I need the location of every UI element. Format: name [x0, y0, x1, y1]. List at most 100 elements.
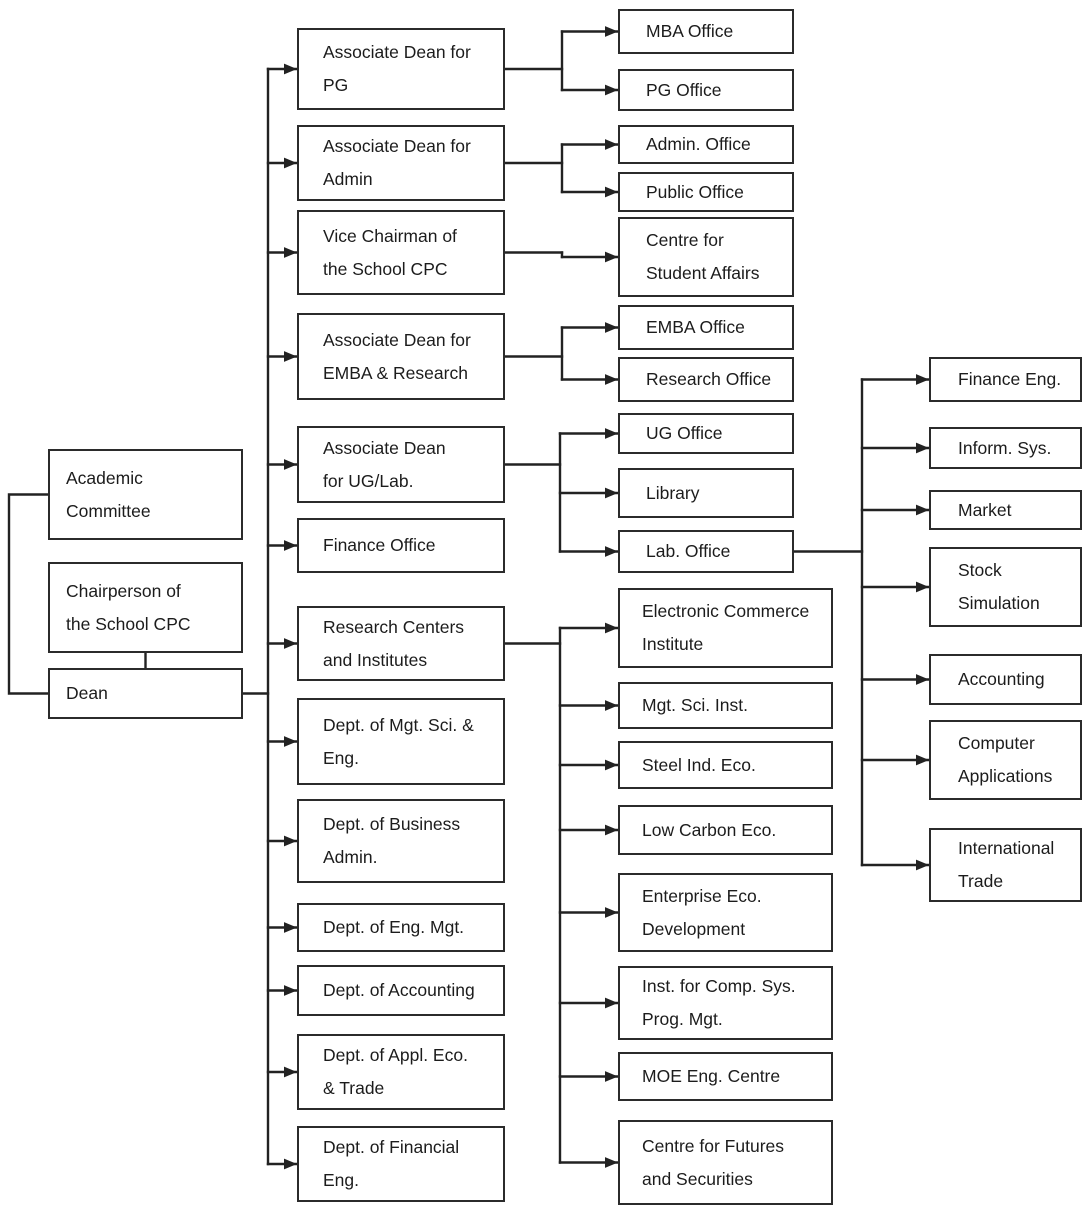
node-dean: Dean: [48, 668, 243, 719]
node-label-line: Dept. of Business: [323, 814, 461, 834]
node-label-line: Centre for Futures: [642, 1135, 784, 1156]
node-label-line: PG: [323, 75, 349, 95]
node-academic-committee: Academic Committee: [48, 449, 243, 540]
node-international-trade: International Trade: [929, 828, 1082, 902]
node-label-line: and Securities: [642, 1168, 753, 1189]
node-vice-chairman-school-cpc: Vice Chairman of the School CPC: [297, 210, 505, 295]
node-label-line: Dept. of Financial: [323, 1137, 460, 1157]
node-chairperson-school-cpc: Chairperson of the School CPC: [48, 562, 243, 653]
node-admin-office: Admin. Office: [618, 125, 794, 164]
node-computer-applications: Computer Applications: [929, 720, 1082, 800]
node-dept-accounting: Dept. of Accounting: [297, 965, 505, 1016]
node-label-line: Research Office: [646, 369, 772, 389]
node-label-line: Admin. Office: [646, 134, 751, 154]
node-label-line: Electronic Commerce: [642, 601, 810, 621]
node-finance-eng: Finance Eng.: [929, 357, 1082, 402]
node-label-line: Dept. of Appl. Eco.: [323, 1045, 468, 1065]
node-label-line: Committee: [66, 500, 151, 521]
node-label-line: EMBA Office: [646, 317, 745, 337]
node-label-line: Associate Dean for: [323, 136, 471, 156]
node-label-line: Accounting: [958, 669, 1045, 689]
node-lab-office: Lab. Office: [618, 530, 794, 573]
node-label-line: Computer: [958, 733, 1035, 753]
node-label-line: Public Office: [646, 181, 744, 202]
node-label-line: Development: [642, 918, 746, 939]
node-low-carbon-eco: Low Carbon Eco.: [618, 805, 833, 855]
node-stock-simulation: Stock Simulation: [929, 547, 1082, 627]
node-label-line: Trade: [958, 871, 1004, 891]
node-label-line: Finance Office: [323, 535, 436, 555]
node-moe-eng-centre: MOE Eng. Centre: [618, 1052, 833, 1101]
node-associate-dean-emba-research: Associate Dean for EMBA & Research: [297, 313, 505, 400]
node-centre-futures-securities: Centre for Futures and Securities: [618, 1120, 833, 1205]
node-electronic-commerce-institute: Electronic Commerce Institute: [618, 588, 833, 668]
node-label-line: MBA Office: [646, 21, 734, 41]
node-label-line: Research Centers: [323, 616, 465, 637]
node-research-office: Research Office: [618, 357, 794, 402]
node-associate-dean-ug-lab: Associate Dean for UG/Lab.: [297, 426, 505, 503]
node-emba-office: EMBA Office: [618, 305, 794, 350]
node-label-line: Centre for: [646, 230, 724, 250]
node-label-line: the School CPC: [66, 613, 191, 634]
node-finance-office: Finance Office: [297, 518, 505, 573]
node-dept-eng-mgt: Dept. of Eng. Mgt.: [297, 903, 505, 952]
node-label-line: PG Office: [646, 79, 722, 100]
node-label-line: for UG/Lab.: [323, 470, 414, 491]
node-inform-sys: Inform. Sys.: [929, 427, 1082, 469]
node-enterprise-eco-development: Enterprise Eco. Development: [618, 873, 833, 952]
node-label-line: Eng.: [323, 747, 359, 768]
node-label-line: Market: [958, 499, 1012, 520]
node-label-line: Applications: [958, 766, 1053, 786]
node-label-line: Associate Dean for: [323, 329, 471, 350]
node-label-line: Inst. for Comp. Sys.: [642, 976, 796, 996]
node-label-line: Low Carbon Eco.: [642, 819, 777, 840]
node-associate-dean-pg: Associate Dean for PG: [297, 28, 505, 110]
node-label-line: Institute: [642, 634, 704, 654]
node-label-line: UG Office: [646, 423, 723, 443]
node-pg-office: PG Office: [618, 69, 794, 111]
node-steel-ind-eco: Steel Ind. Eco.: [618, 741, 833, 789]
node-label-line: Dept. of Eng. Mgt.: [323, 917, 465, 937]
node-research-centers-institutes: Research Centers and Institutes: [297, 606, 505, 681]
node-label-line: Student Affairs: [646, 263, 760, 283]
node-dept-business-admin: Dept. of Business Admin.: [297, 799, 505, 883]
node-dept-financial-eng: Dept. of Financial Eng.: [297, 1126, 505, 1202]
node-label-line: Chairperson of: [66, 580, 181, 601]
node-label-line: Inform. Sys.: [958, 437, 1052, 458]
node-label-line: Dean: [66, 683, 108, 703]
node-label-line: and Institutes: [323, 649, 428, 670]
node-label-line: Simulation: [958, 593, 1040, 613]
node-inst-comp-sys-prog-mgt: Inst. for Comp. Sys. Prog. Mgt.: [618, 966, 833, 1040]
node-dept-mgt-sci-eng: Dept. of Mgt. Sci. & Eng.: [297, 698, 505, 785]
node-label-line: Enterprise Eco.: [642, 885, 762, 906]
node-market: Market: [929, 490, 1082, 530]
node-label-line: Admin.: [323, 847, 378, 867]
node-label-line: Associate Dean for: [323, 42, 471, 62]
node-accounting: Accounting: [929, 654, 1082, 705]
node-label-line: Mgt. Sci. Inst.: [642, 695, 748, 715]
node-label-line: Admin: [323, 169, 373, 189]
node-label-line: & Trade: [323, 1078, 385, 1098]
node-label-line: Dept. of Accounting: [323, 980, 475, 1000]
node-label-line: Library: [646, 482, 700, 503]
node-label-line: Associate Dean: [323, 437, 446, 458]
node-mgt-sci-inst: Mgt. Sci. Inst.: [618, 682, 833, 729]
node-label-line: International: [958, 838, 1055, 858]
node-dept-appl-eco-trade: Dept. of Appl. Eco. & Trade: [297, 1034, 505, 1110]
node-label-line: Finance Eng.: [958, 369, 1062, 389]
node-mba-office: MBA Office: [618, 9, 794, 54]
node-label-line: Prog. Mgt.: [642, 1009, 723, 1029]
node-public-office: Public Office: [618, 172, 794, 212]
node-library: Library: [618, 468, 794, 518]
node-label-line: the School CPC: [323, 258, 448, 279]
node-label-line: MOE Eng. Centre: [642, 1066, 781, 1086]
node-associate-dean-admin: Associate Dean for Admin: [297, 125, 505, 201]
node-label-line: Stock: [958, 560, 1002, 580]
node-label-line: Academic: [66, 467, 143, 488]
node-label-line: EMBA & Research: [323, 362, 468, 383]
node-label-line: Vice Chairman of: [323, 225, 457, 246]
node-centre-student-affairs: Centre for Student Affairs: [618, 217, 794, 297]
node-label-line: Eng.: [323, 1170, 359, 1190]
